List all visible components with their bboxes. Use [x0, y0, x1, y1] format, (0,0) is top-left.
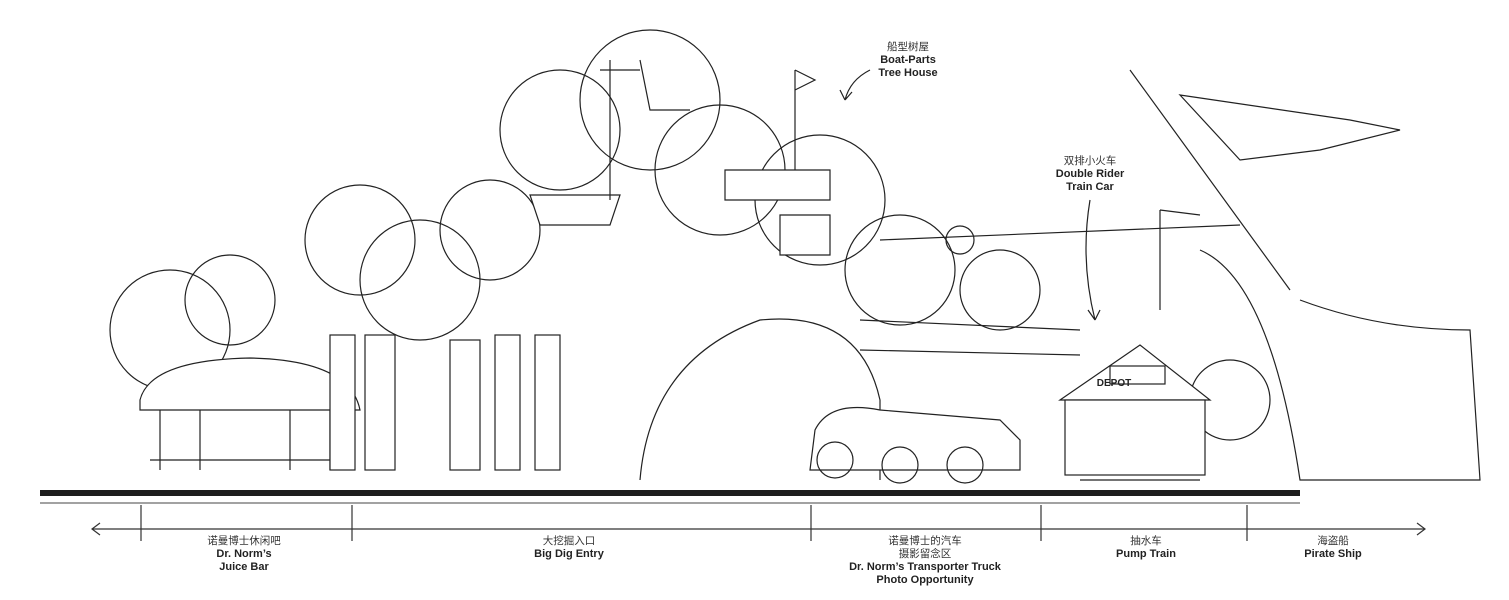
zone-en: Dr. Norm’s [216, 548, 272, 560]
zone-cn: 摄影留念区 [898, 548, 952, 560]
zone-en: Big Dig Entry [534, 548, 604, 560]
juice-bar-hut [139, 357, 361, 470]
rock-arch-bridge [639, 224, 1241, 481]
zone-en: Dr. Norm’s Transporter Truck [849, 561, 1001, 573]
tree-houses [529, 59, 831, 256]
dimension-line [91, 505, 1426, 541]
zone-pirate-ship: 海盗船 Pirate Ship [1304, 535, 1361, 561]
callout-boat-parts-tree-house: 船型树屋 Boat-Parts Tree House [878, 41, 937, 80]
zone-cn: 诺曼博士的汽车 [888, 535, 962, 547]
callout-arrow-tree-house [839, 69, 871, 101]
callout-en: Tree House [878, 67, 938, 79]
entry-pillars [329, 334, 561, 471]
callout-cn: 船型树屋 [887, 41, 929, 53]
zone-pump-train: 抽水车 Pump Train [1116, 535, 1176, 561]
zone-en: Photo Opportunity [876, 574, 974, 586]
callout-en: Boat-Parts [880, 54, 936, 66]
zone-en: Pump Train [1116, 548, 1176, 560]
transporter-truck [809, 406, 1021, 484]
zone-cn: 诺曼博士休闲吧 [207, 535, 281, 547]
zone-juice-bar: 诺曼博士休闲吧 Dr. Norm’s Juice Bar [207, 535, 281, 574]
callout-en: Double Rider [1055, 168, 1125, 180]
zone-transporter-truck: 诺曼博士的汽车 摄影留念区 Dr. Norm’s Transporter Tru… [849, 535, 1001, 587]
callout-double-rider-train-car: 双排小火车 Double Rider Train Car [1056, 155, 1124, 194]
callout-en: Train Car [1066, 181, 1114, 193]
zone-cn: 大挖掘入口 [542, 535, 596, 547]
zone-en: Juice Bar [219, 561, 269, 573]
zone-cn: 抽水车 [1130, 535, 1162, 547]
callout-cn: 双排小火车 [1063, 155, 1117, 167]
ground-line [40, 490, 1300, 496]
zone-big-dig-entry: 大挖掘入口 Big Dig Entry [534, 535, 604, 561]
zone-cn: 海盗船 [1317, 535, 1349, 547]
depot-sign: DEPOT [1096, 378, 1132, 389]
trees [109, 29, 1271, 441]
depot-building [1058, 344, 1212, 481]
zone-en: Pirate Ship [1304, 548, 1362, 560]
pirate-ship [1129, 69, 1481, 481]
callout-arrow-train-car [1085, 199, 1101, 321]
